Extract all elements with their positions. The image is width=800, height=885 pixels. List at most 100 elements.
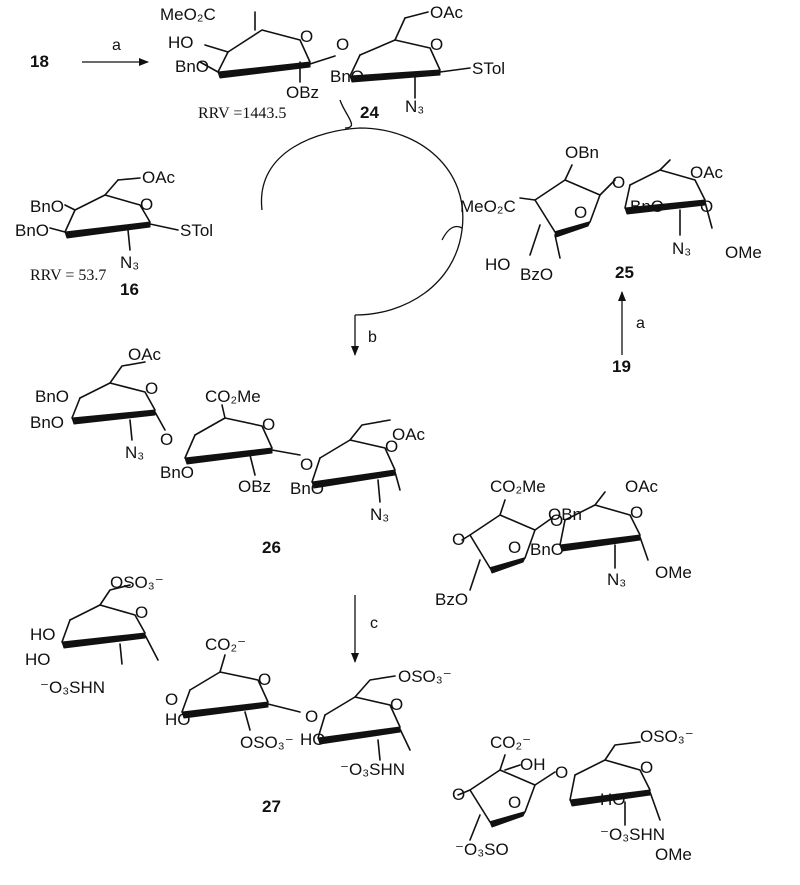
c26-ring-o3: O [385,437,398,456]
c25-ring-o: O [574,203,587,222]
c26-co2me2: CO₂Me [490,477,546,496]
c26-link-o4: O [550,511,563,530]
c27-nhso3b: ⁻O₃SHN [340,760,405,779]
condition-c: c [370,615,378,632]
c26-bno4: BnO [290,479,324,498]
c26-link-o1: O [160,430,173,449]
c26-obn: OBn [548,505,582,524]
c27-link-o3: O [452,785,465,804]
c27-oso3c: OSO₃⁻ [398,667,452,686]
c24-stol: STol [472,59,505,78]
c27-oso3a: OSO₃⁻ [110,573,164,592]
c25-bno: BnO [630,197,664,216]
condition-a-right: a [636,315,645,332]
c26-ring-o5: O [630,503,643,522]
compound-27-label: 27 [262,797,281,816]
c24-bno2: BnO [330,67,364,86]
c27-co2a: CO₂⁻ [205,635,246,654]
c27-ring-o5: O [640,758,653,777]
c27-so3d: ⁻O₃SO [455,840,509,859]
c24-oac: OAc [430,3,464,22]
c27-ring-o1: O [135,603,148,622]
c24-ring-o2: O [430,35,443,54]
c16-bno2: BnO [15,221,49,240]
c27-oh: OH [520,755,546,774]
c25-ring-o2: O [700,197,713,216]
condition-a-top: a [112,37,121,54]
c25-oac: OAc [690,163,724,182]
c26-ring-o1: O [145,379,158,398]
c26-link-o2: O [300,455,313,474]
c25-bzo: BzO [520,265,553,284]
c25-meo2c: MeO₂C [460,197,516,216]
c27-ring-o4: O [508,793,521,812]
c27-nhso3a: ⁻O₃SHN [40,678,105,697]
c24-link-o: O [336,35,349,54]
compound-24-label: 24 [360,103,379,122]
c24-bno1: BnO [175,57,209,76]
c26-ring-o2: O [262,415,275,434]
compound-19-label: 19 [612,357,631,376]
compound-18-label: 18 [30,52,49,71]
c27-ring-o2: O [258,670,271,689]
c27-ho3: HO [165,710,191,729]
c26-ring-o4: O [508,538,521,557]
c16-ring-o: O [140,195,153,214]
c27-ring-o3: O [390,695,403,714]
c24-obz: OBz [286,83,319,102]
c16-oac: OAc [142,168,176,187]
c25-ome: OMe [725,243,762,262]
c24-ho: HO [168,33,194,52]
c26-n3a: N₃ [125,443,144,462]
c26-obz: OBz [238,477,271,496]
compound-16-structure: OAc BnO BnO O N₃ STol [15,168,213,272]
compound-27-structure: OSO₃⁻ HO HO O ⁻O₃SHN O CO₂⁻ HO OSO₃⁻ O O… [25,573,694,864]
c27-ho4: HO [300,730,326,749]
c25-ho: HO [485,255,511,274]
c16-bno1: BnO [30,197,64,216]
c24-meo2c: MeO₂C [160,5,216,24]
c26-co2me1: CO₂Me [205,387,261,406]
c26-ome: OMe [655,563,692,582]
step-26-to-27: c [351,595,378,663]
c26-n3c: N₃ [607,570,626,589]
compound-25-structure: MeO₂C OBn HO BzO O O OAc BnO O N₃ OMe [460,143,762,284]
c26-oac3: OAc [625,477,659,496]
c27-nhso3c: ⁻O₃SHN [600,825,665,844]
c26-oac1: OAc [128,345,162,364]
c26-oac2: OAc [392,425,426,444]
c25-n3: N₃ [672,239,691,258]
c27-link-o2: O [305,707,318,726]
step-19-to-25: a 19 [612,291,645,376]
compound-24-structure: MeO₂C HO BnO OBz O O OAc BnO O N₃ STol [160,3,505,116]
compound-26-structure: OAc BnO BnO O N₃ O CO₂Me BnO OBz O O OAc… [30,345,692,609]
c26-bno3: BnO [160,463,194,482]
c27-ho5: HO [600,790,626,809]
c27-co2b: CO₂⁻ [490,733,531,752]
c27-oso3e: OSO₃⁻ [640,727,694,746]
c24-n3: N₃ [405,97,424,116]
c26-link-o3: O [452,530,465,549]
compound-16-label: 16 [120,280,139,299]
c26-bzo: BzO [435,590,468,609]
cycle-arc: b [260,99,464,356]
c27-ho2: HO [25,650,51,669]
c27-link-o4: O [555,763,568,782]
c27-link-o1: O [165,690,178,709]
rrv-16: RRV = 53.7 [30,267,106,284]
c26-bno5: BnO [530,540,564,559]
condition-b: b [368,329,377,346]
c16-stol: STol [180,221,213,240]
c16-n3: N₃ [120,253,139,272]
c27-oso3b: OSO₃⁻ [240,733,294,752]
step-18-to-24: 18 a [30,37,149,71]
rrv-24: RRV =1443.5 [198,105,286,122]
c27-ome: OMe [655,845,692,864]
c27-ho1: HO [30,625,56,644]
c26-bno2: BnO [30,413,64,432]
c25-obn: OBn [565,143,599,162]
c25-link-o: O [612,173,625,192]
compound-25-label: 25 [615,263,634,282]
c24-ring-o1: O [300,27,313,46]
